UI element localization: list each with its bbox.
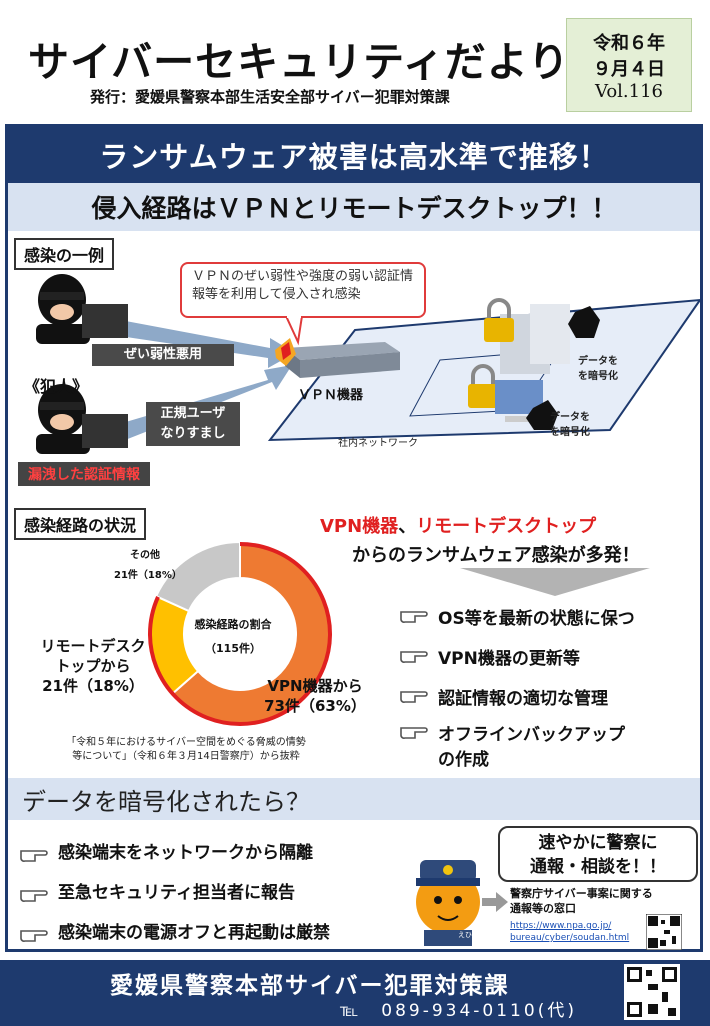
chart-center-total: （115件） bbox=[205, 642, 261, 655]
pointing-hand-icon bbox=[400, 611, 428, 623]
vuln-exploit-label: ぜい弱性悪用 bbox=[92, 344, 234, 366]
chart-label-vpn: VPN機器から 73件（63%） bbox=[264, 677, 366, 715]
qr-code-icon-small bbox=[646, 914, 682, 950]
vpn-device-label: ＶＰＮ機器 bbox=[298, 388, 364, 403]
police-mascot-icon bbox=[416, 860, 480, 946]
leaked-credentials-label: 漏洩した認証情報 bbox=[18, 462, 150, 486]
contact-url-link[interactable]: https://www.npa.go.jp/ bureau/cyber/soud… bbox=[510, 921, 630, 943]
hacker-icon-2 bbox=[36, 384, 128, 454]
section-label-infection: 感染の一例 bbox=[14, 238, 115, 270]
subheadline-band: 侵入経路はＶＰＮとリモートデスクトップ！！ bbox=[8, 183, 700, 231]
warning-red-rdp: リモートデスクトップ bbox=[416, 516, 597, 537]
callout-pointer bbox=[284, 316, 304, 346]
footer-bar bbox=[0, 960, 710, 1026]
chart-source-credit: 「令和５年におけるサイバー空間をめぐる脅威の情勢 等について」（令和６年３月14… bbox=[66, 737, 306, 762]
pointing-hand-icon bbox=[20, 890, 48, 902]
lock-icon-1 bbox=[484, 298, 514, 342]
network-label: 社内ネットワーク bbox=[338, 438, 418, 449]
pointing-hand-icon bbox=[20, 850, 48, 862]
arrow-exploit bbox=[106, 318, 295, 368]
pointing-hand-icon bbox=[20, 930, 48, 942]
headline-banner: ランサムウェア被害は高水準で推移！ bbox=[8, 127, 700, 183]
pointing-hand-icon bbox=[400, 727, 428, 739]
malware-icon-1 bbox=[568, 306, 600, 338]
countermeasure-text: OS等を最新の状態に保つ bbox=[438, 609, 635, 629]
pointing-hand-icon bbox=[400, 651, 428, 663]
lock-icon-2 bbox=[468, 364, 498, 408]
section-label-routes: 感染経路の状況 bbox=[14, 508, 147, 540]
infection-diagram bbox=[36, 274, 703, 454]
response-text: 感染端末をネットワークから隔離 bbox=[58, 843, 313, 863]
criminal-label: 《犯人》 bbox=[24, 377, 89, 396]
vpn-device-icon bbox=[275, 338, 400, 378]
subheadline-text: 侵入経路はＶＰＮとリモートデスクトップ！！ bbox=[91, 194, 617, 223]
issue-volume: Vol.116 bbox=[594, 81, 664, 102]
infection-callout: ＶＰＮのぜい弱性や強度の弱い認証情報等を利用して侵入され感染 bbox=[180, 262, 426, 318]
response-item: 感染端末をネットワークから隔離 bbox=[20, 838, 313, 863]
speech-bubble: 速やかに警察に 通報・相談を！！ bbox=[498, 826, 698, 882]
countermeasure-text: VPN機器の更新等 bbox=[438, 649, 580, 669]
countermeasure-item: オフラインバックアップ の作成 bbox=[400, 720, 625, 770]
encrypted-heading-band: データを暗号化されたら？ bbox=[8, 778, 700, 820]
malware-icon-2 bbox=[526, 400, 558, 430]
headline-text: ランサムウェア被害は高水準で推移！ bbox=[99, 140, 609, 174]
response-text: 感染端末の電源オフと再起動は厳禁 bbox=[58, 923, 330, 943]
response-item: 感染端末の電源オフと再起動は厳禁 bbox=[20, 918, 330, 943]
issue-date: ９月４日 bbox=[593, 59, 665, 80]
countermeasure-text: 認証情報の適切な管理 bbox=[438, 689, 608, 709]
warning-heading-line1: VPN機器、リモートデスクトップ bbox=[320, 512, 596, 538]
chart-slice-other bbox=[154, 540, 241, 613]
down-arrow-icon bbox=[460, 568, 650, 596]
publisher-line: 発行：愛媛県警察本部生活安全部サイバー犯罪対策課 bbox=[90, 88, 450, 106]
countermeasure-text: オフラインバックアップ の作成 bbox=[438, 725, 625, 770]
hacker-icon-1 bbox=[36, 274, 128, 344]
encrypted-heading: データを暗号化されたら？ bbox=[22, 787, 310, 816]
countermeasure-item: 認証情報の適切な管理 bbox=[400, 684, 608, 709]
mascot-tag: えひめ bbox=[458, 931, 479, 939]
server-icon bbox=[500, 304, 570, 374]
chart-center-title: 感染経路の割合 bbox=[194, 618, 272, 631]
pointing-hand-icon bbox=[400, 691, 428, 703]
infection-route-chart bbox=[147, 540, 333, 727]
footer-organization: 愛媛県警察本部サイバー犯罪対策課 bbox=[110, 973, 510, 999]
right-arrow-icon bbox=[482, 892, 508, 912]
encrypt-label-pc: データを を暗号化 bbox=[550, 412, 590, 438]
qr-code-icon-footer bbox=[624, 964, 680, 1020]
chart-label-remote: リモートデスク トップから 21件（18%） bbox=[40, 637, 146, 695]
warning-heading-line2: からのランサムウェア感染が多発！ bbox=[352, 545, 640, 566]
issue-date-box: 令和６年 ９月４日 Vol.116 bbox=[566, 18, 692, 112]
footer-phone: ℡ 089-934-0110(代) bbox=[340, 1001, 577, 1021]
warning-separator: 、 bbox=[398, 516, 417, 537]
countermeasure-item: VPN機器の更新等 bbox=[400, 644, 580, 669]
chart-highlight-outline bbox=[148, 542, 332, 726]
response-text: 至急セキュリティ担当者に報告 bbox=[58, 883, 295, 903]
chart-label-other-value: 21件（18%） bbox=[114, 570, 182, 581]
countermeasure-item: OS等を最新の状態に保つ bbox=[400, 604, 635, 629]
issue-year: 令和６年 bbox=[593, 33, 665, 54]
response-item: 至急セキュリティ担当者に報告 bbox=[20, 878, 295, 903]
warning-red-vpn: VPN機器 bbox=[320, 516, 399, 537]
main-frame bbox=[5, 124, 703, 952]
contact-title: 警察庁サイバー事案に関する 通報等の窓口 bbox=[510, 887, 653, 915]
newsletter-title: サイバーセキュリティだより bbox=[28, 38, 570, 86]
impersonation-label: 正規ユーザ なりすまし bbox=[146, 402, 240, 446]
encrypt-label-server: データを を暗号化 bbox=[578, 356, 618, 382]
chart-label-other-name: その他 bbox=[130, 550, 160, 561]
